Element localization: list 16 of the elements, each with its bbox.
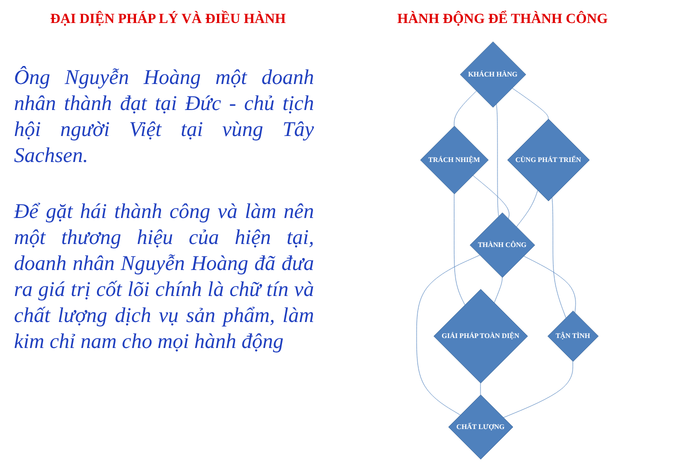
connector [512, 88, 548, 120]
connector [480, 382, 481, 396]
connector [496, 104, 499, 216]
paragraph: Ông Nguyễn Hoàng một doanh nhân thành đạt tại Đức - chủ tịch hội người Việt tại vùng Tây Sachsen. [14, 64, 314, 168]
section-heading: HÀNH ĐỘNG ĐỂ THÀNH CÔNG [396, 12, 609, 28]
paragraph: Để gặt hái thành công và làm nên một thương hiệu của hiện tại, doanh nhân Nguyễn Hoàng đã đưa ra giá trị cốt lõi chính là chữ tín và chất lượng dịch vụ sản phẩm, làm kim chỉ nam cho mọi hành động [14, 198, 314, 354]
connector [454, 90, 477, 126]
connector [454, 194, 466, 306]
section-heading: ĐẠI DIỆN PHÁP LÝ VÀ ĐIỀU HÀNH [49, 12, 287, 28]
connector [503, 361, 574, 418]
connector [523, 256, 576, 314]
connector [416, 254, 480, 416]
connector [516, 190, 538, 228]
connector [552, 197, 566, 318]
connector [494, 277, 502, 304]
connector [472, 175, 510, 220]
